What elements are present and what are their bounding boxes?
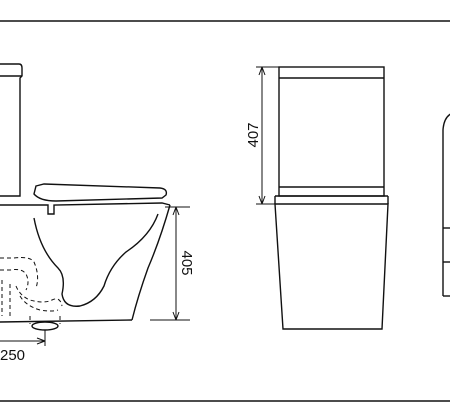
base-line — [0, 319, 133, 323]
right-tank-outline — [442, 111, 450, 296]
trapway-hidden-lines — [0, 257, 63, 324]
dimension-407 — [256, 66, 279, 205]
right-side-view — [442, 111, 450, 297]
dimension-405 — [150, 206, 190, 321]
tank-front — [278, 66, 385, 197]
bowl-rim — [0, 202, 171, 215]
tank-outline — [0, 63, 23, 197]
dimension-250 — [0, 330, 46, 346]
bowl-outer-profile — [131, 204, 171, 321]
seat-lid — [33, 183, 168, 202]
dimension-405-label: 405 — [178, 250, 195, 275]
side-view — [0, 63, 171, 331]
dimension-250-label: 250 — [0, 347, 25, 364]
front-view — [274, 66, 389, 330]
dimension-407-label: 407 — [245, 122, 262, 147]
outlet-ellipse — [31, 321, 59, 331]
bowl-inner-curve — [33, 213, 159, 307]
bowl-front — [274, 203, 389, 330]
